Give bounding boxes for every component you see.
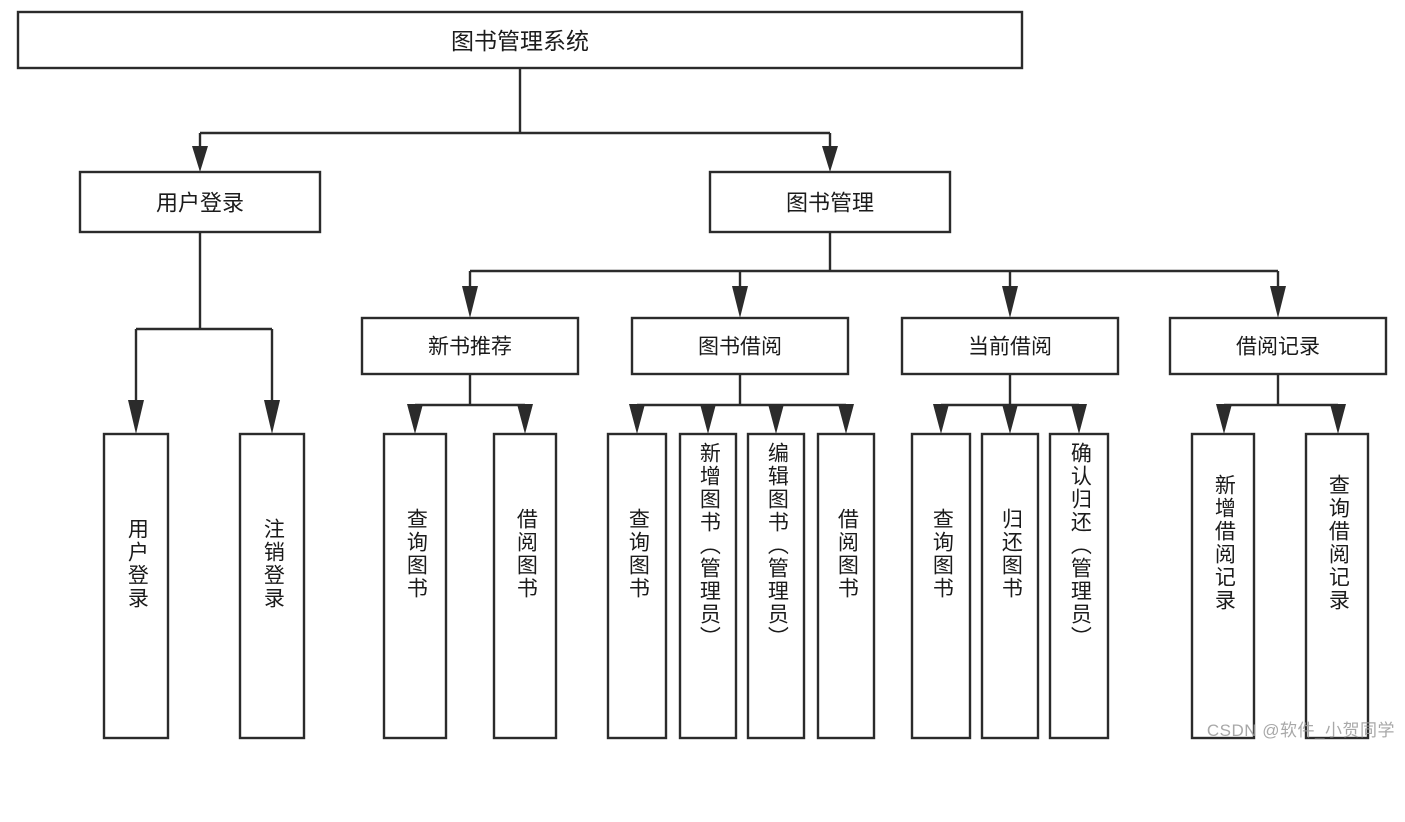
leaf-box-query-record[interactable] (1304, 432, 1370, 740)
leaf-box-confirm-return[interactable] (1048, 432, 1110, 740)
arrow-new-book-leaf-1 (407, 404, 423, 434)
node-book-manage-box[interactable] (708, 170, 952, 234)
arrow-new-book-leaf-2 (517, 404, 533, 434)
leaf-box-user-logout[interactable] (238, 432, 306, 740)
leaf-box-borrow-book-2[interactable] (816, 432, 876, 740)
node-root[interactable]: 图书管理系统 (16, 10, 1024, 70)
leaf-box-add-record[interactable] (1190, 432, 1256, 740)
arrow-root-to-user-login (192, 146, 208, 172)
node-new-book-recommend-box[interactable] (360, 316, 580, 376)
node-current-borrow-box[interactable] (900, 316, 1120, 376)
node-root-label: 图书管理系统 (451, 28, 589, 54)
arrow-current-borrow-leaf-1 (933, 404, 949, 434)
arrow-current-borrow-leaf-3 (1071, 404, 1087, 434)
leaf-box-layer (102, 432, 1370, 740)
arrow-book-borrow-leaf-4 (838, 404, 854, 434)
leaf-box-user-login[interactable] (102, 432, 170, 740)
node-current-borrow[interactable]: 当前借阅 (900, 316, 1120, 376)
arrow-borrow-record-leaf-1 (1216, 404, 1232, 434)
node-borrow-record[interactable]: 借阅记录 (1168, 316, 1388, 376)
leaf-box-edit-book[interactable] (746, 432, 806, 740)
node-book-manage[interactable]: 图书管理 (708, 170, 952, 234)
arrow-to-new-book-recommend (462, 286, 478, 318)
leaf-box-add-book[interactable] (678, 432, 738, 740)
arrow-book-borrow-leaf-3 (768, 404, 784, 434)
node-book-borrow-label: 图书借阅 (698, 336, 782, 359)
node-new-book-recommend-label: 新书推荐 (428, 336, 512, 359)
leaf-box-query-book-3[interactable] (910, 432, 972, 740)
leaf-box-query-book-1[interactable] (382, 432, 448, 740)
node-book-borrow[interactable]: 图书借阅 (630, 316, 850, 376)
node-user-login[interactable]: 用户登录 (78, 170, 322, 234)
node-root-box[interactable] (16, 10, 1024, 70)
node-book-borrow-box[interactable] (630, 316, 850, 376)
node-user-login-label: 用户登录 (156, 191, 244, 216)
arrow-current-borrow-leaf-2 (1002, 404, 1018, 434)
connector-layer (128, 68, 1346, 434)
arrow-user-login-leaf-2 (264, 400, 280, 434)
node-user-login-box[interactable] (78, 170, 322, 234)
arrow-book-borrow-leaf-1 (629, 404, 645, 434)
arrow-book-borrow-leaf-2 (700, 404, 716, 434)
node-new-book-recommend[interactable]: 新书推荐 (360, 316, 580, 376)
node-borrow-record-label: 借阅记录 (1236, 336, 1320, 359)
hierarchy-diagram: 图书管理系统 用户登录 图书管理 新书推荐 图书借阅 当前借阅 借阅记录 (16, 10, 1388, 740)
arrow-user-login-leaf-1 (128, 400, 144, 434)
node-current-borrow-label: 当前借阅 (968, 336, 1052, 359)
node-book-manage-label: 图书管理 (786, 191, 874, 216)
arrow-borrow-record-leaf-2 (1330, 404, 1346, 434)
leaf-box-return-book[interactable] (980, 432, 1040, 740)
node-borrow-record-box[interactable] (1168, 316, 1388, 376)
arrow-to-current-borrow (1002, 286, 1018, 318)
arrow-to-borrow-record (1270, 286, 1286, 318)
arrow-to-book-borrow (732, 286, 748, 318)
leaf-box-query-book-2[interactable] (606, 432, 668, 740)
leaf-box-borrow-book-1[interactable] (492, 432, 558, 740)
arrow-root-to-book-manage (822, 146, 838, 172)
